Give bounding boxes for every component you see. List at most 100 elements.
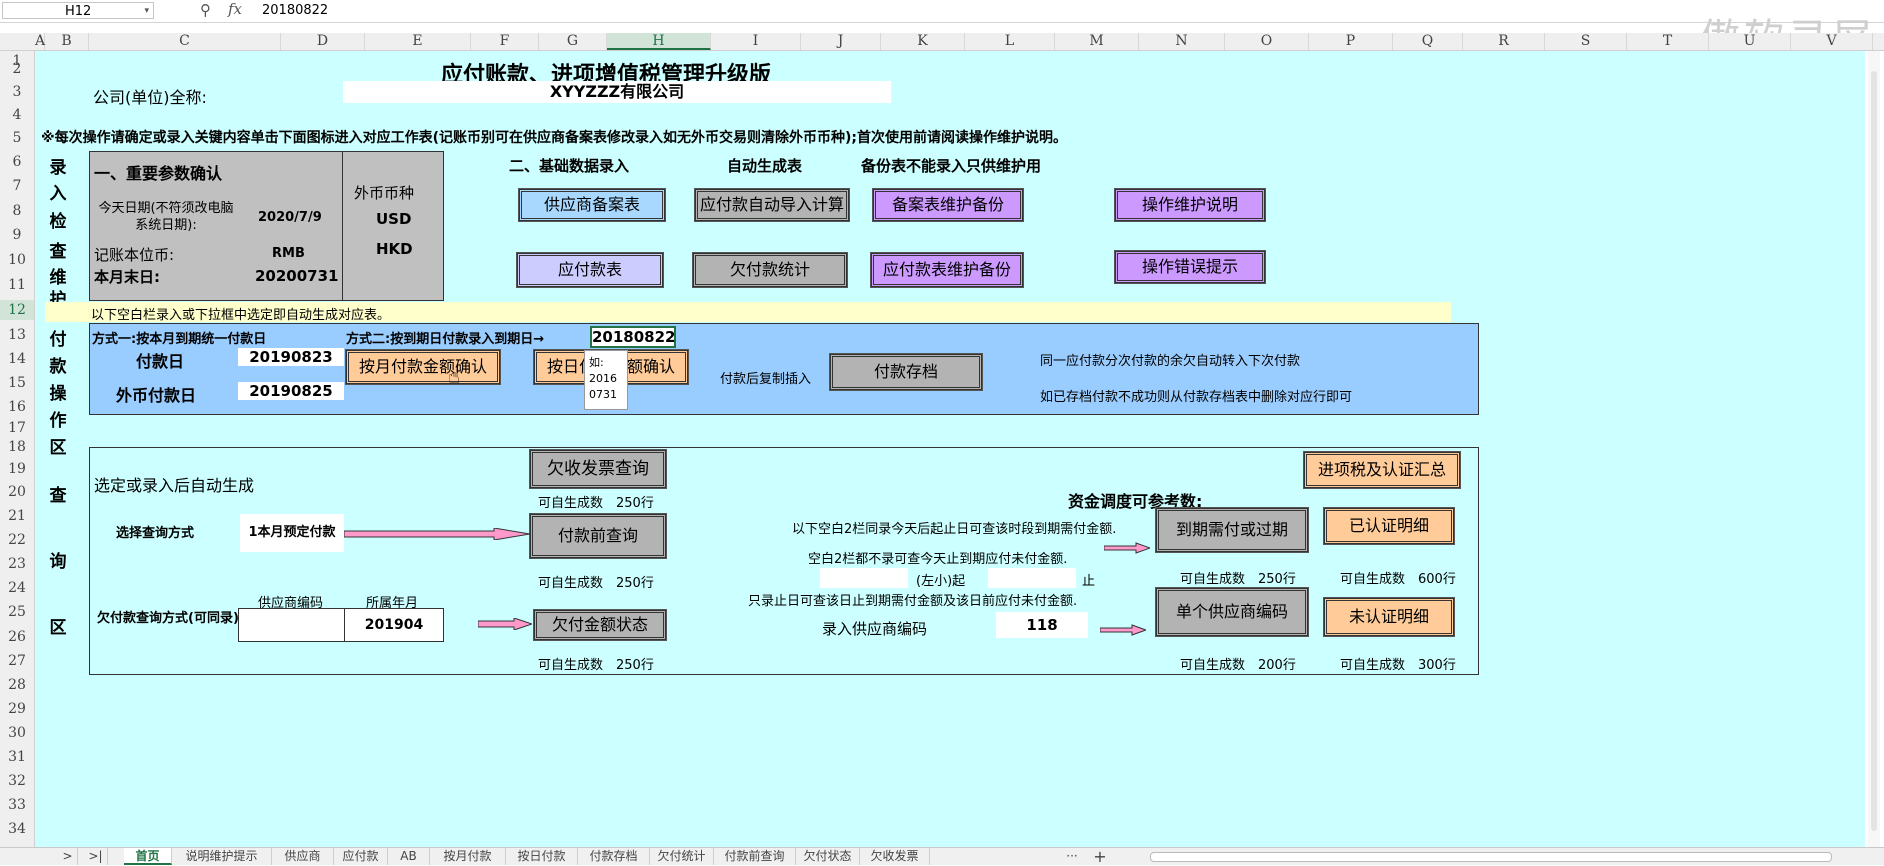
horizontal-scrollbar[interactable] — [1150, 852, 1832, 862]
tab-sheet[interactable]: 说明维护提示 — [172, 848, 272, 865]
tab-sheet[interactable]: 欠收发票 — [860, 848, 930, 865]
tab-last-button[interactable]: >| — [84, 848, 108, 865]
row-header-33[interactable]: 33 — [8, 797, 26, 813]
row-header-15[interactable]: 15 — [8, 375, 26, 391]
name-box[interactable]: H12▾ — [2, 2, 154, 19]
row-header-2[interactable]: 2 — [12, 61, 22, 77]
row-header-19[interactable]: 19 — [8, 461, 26, 477]
pay-day-input[interactable]: 20190823 — [238, 348, 344, 366]
column-header-d[interactable]: D — [281, 33, 365, 50]
pay-archive-button[interactable]: 付款存档 — [829, 353, 983, 391]
column-header-i[interactable]: I — [711, 33, 801, 50]
formula-input[interactable]: 20180822 — [262, 3, 329, 18]
column-header-k[interactable]: K — [881, 33, 965, 50]
tab-sheet[interactable]: 应付款 — [334, 848, 388, 865]
column-header-t[interactable]: T — [1627, 33, 1709, 50]
tab-sheet[interactable]: 付款存档 — [578, 848, 650, 865]
row-header-34[interactable]: 34 — [8, 821, 26, 837]
row-header-10[interactable]: 10 — [8, 252, 26, 268]
scroll-thumb[interactable] — [1871, 71, 1877, 831]
tab-sheet[interactable]: 欠付统计 — [650, 848, 714, 865]
arrears-stats-button[interactable]: 欠付款统计 — [692, 252, 848, 288]
row-header-1[interactable]: 1 — [12, 53, 22, 69]
tab-sheet[interactable]: 按日付款 — [506, 848, 578, 865]
tab-sheet[interactable]: 欠付状态 — [796, 848, 860, 865]
tab-sheet[interactable]: 按月付款 — [430, 848, 506, 865]
row-header-28[interactable]: 28 — [8, 677, 26, 693]
row-header-12[interactable]: 12 — [0, 300, 34, 320]
fx-icon[interactable]: fx — [228, 0, 243, 18]
more-tabs-button[interactable]: ··· — [1066, 849, 1078, 863]
row-header-18[interactable]: 18 — [8, 439, 26, 455]
to-date-input[interactable] — [988, 568, 1076, 588]
maintenance-guide-button[interactable]: 操作维护说明 — [1114, 188, 1266, 222]
certified-detail-button[interactable]: 已认证明细 — [1323, 507, 1455, 545]
row-header-25[interactable]: 25 — [8, 604, 26, 620]
mode2-date-input[interactable]: 20180822 — [590, 326, 676, 348]
supplier-code-input[interactable] — [238, 608, 346, 642]
column-header-m[interactable]: M — [1055, 33, 1139, 50]
row-header-21[interactable]: 21 — [8, 508, 26, 524]
from-date-input[interactable] — [820, 568, 908, 588]
tab-sheet[interactable]: 供应商 — [272, 848, 334, 865]
add-sheet-button[interactable]: + — [1093, 847, 1107, 866]
error-hint-button[interactable]: 操作错误提示 — [1114, 250, 1266, 284]
row-header-5[interactable]: 5 — [12, 130, 22, 146]
unreceived-invoice-button[interactable]: 欠收发票查询 — [529, 449, 667, 489]
column-header-v[interactable]: V — [1791, 33, 1873, 50]
row-header-22[interactable]: 22 — [8, 532, 26, 548]
supplier-file-button[interactable]: 供应商备案表 — [518, 188, 666, 222]
column-header-h[interactable]: H — [607, 33, 711, 50]
period-input[interactable]: 201904 — [344, 608, 444, 642]
column-header-l[interactable]: L — [965, 33, 1055, 50]
file-backup-button[interactable]: 备案表维护备份 — [872, 188, 1024, 222]
column-header-r[interactable]: R — [1463, 33, 1545, 50]
row-header-32[interactable]: 32 — [8, 773, 26, 789]
column-header-q[interactable]: Q — [1393, 33, 1463, 50]
row-header-30[interactable]: 30 — [8, 725, 26, 741]
row-header-8[interactable]: 8 — [12, 203, 22, 219]
row-header-20[interactable]: 20 — [8, 484, 26, 500]
zoom-icon[interactable]: ⚲ — [200, 1, 211, 19]
select-mode-dropdown[interactable]: 1本月预定付款 — [240, 514, 344, 552]
column-header-a[interactable]: A — [35, 33, 46, 50]
column-header-n[interactable]: N — [1139, 33, 1225, 50]
supplier-input[interactable]: 118 — [996, 612, 1088, 638]
row-header-14[interactable]: 14 — [8, 351, 26, 367]
row-header-9[interactable]: 9 — [12, 227, 22, 243]
payable-auto-button[interactable]: 应付款自动导入计算 — [694, 188, 850, 222]
company-field[interactable]: XYYZZZ有限公司 — [343, 81, 891, 103]
due-overdue-button[interactable]: 到期需付或过期 — [1155, 507, 1309, 553]
row-header-3[interactable]: 3 — [12, 84, 22, 100]
row-header-29[interactable]: 29 — [8, 701, 26, 717]
vertical-scrollbar[interactable] — [1868, 51, 1880, 847]
row-header-16[interactable]: 16 — [8, 399, 26, 415]
fx-currency-1[interactable]: USD — [376, 210, 412, 228]
sheet-area[interactable]: 应付账款、进项增值税管理升级版 公司(单位)全称: XYYZZZ有限公司 ※每次… — [35, 51, 1865, 847]
row-header-17[interactable]: 17 — [8, 420, 26, 436]
column-header-b[interactable]: B — [45, 33, 89, 50]
column-header-s[interactable]: S — [1545, 33, 1627, 50]
input-tax-summary-button[interactable]: 进项税及认证汇总 — [1303, 451, 1461, 489]
tab-sheet[interactable]: AB — [388, 848, 430, 865]
payable-backup-button[interactable]: 应付款表维护备份 — [870, 252, 1024, 288]
row-header-7[interactable]: 7 — [12, 178, 22, 194]
column-header-u[interactable]: U — [1709, 33, 1791, 50]
tab-sheet[interactable]: 付款前查询 — [714, 848, 796, 865]
chevron-down-icon[interactable]: ▾ — [144, 6, 149, 16]
column-header-j[interactable]: J — [801, 33, 881, 50]
fx-currency-2[interactable]: HKD — [376, 240, 413, 258]
row-header-27[interactable]: 27 — [8, 653, 26, 669]
monthly-confirm-button[interactable]: 按月付款金额确认 — [345, 349, 501, 385]
column-header-e[interactable]: E — [365, 33, 471, 50]
row-header-13[interactable]: 13 — [8, 327, 26, 343]
row-header-11[interactable]: 11 — [8, 277, 26, 293]
row-header-23[interactable]: 23 — [8, 556, 26, 572]
column-header-c[interactable]: C — [89, 33, 281, 50]
column-header-o[interactable]: O — [1225, 33, 1309, 50]
uncertified-detail-button[interactable]: 未认证明细 — [1323, 597, 1455, 637]
column-header-g[interactable]: G — [539, 33, 607, 50]
column-header-f[interactable]: F — [471, 33, 539, 50]
single-supplier-button[interactable]: 单个供应商编码 — [1155, 587, 1309, 637]
column-header-p[interactable]: P — [1309, 33, 1393, 50]
